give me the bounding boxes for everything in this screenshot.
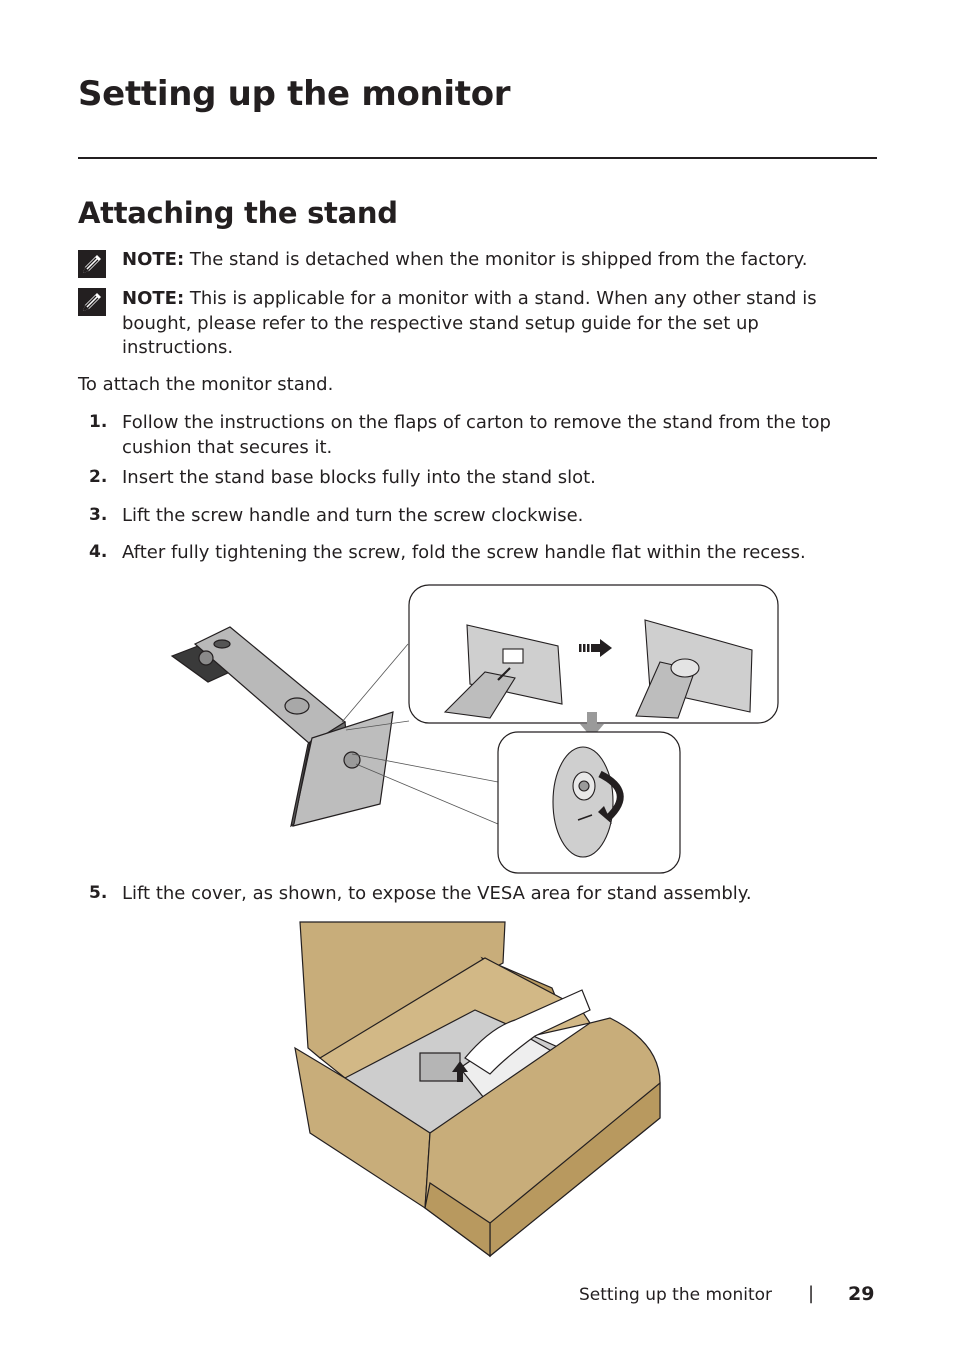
footer-section-name: Setting up the monitor bbox=[578, 1285, 772, 1305]
stand-assembly-illustration bbox=[170, 584, 779, 874]
note-text: The stand is detached when the monitor i… bbox=[184, 249, 808, 270]
monitor-back bbox=[290, 711, 394, 828]
carton-illustration bbox=[294, 921, 661, 1258]
footer-separator: | bbox=[808, 1283, 815, 1304]
note-2: NOTE: This is applicable for a monitor w… bbox=[122, 287, 822, 361]
note-text: This is applicable for a monitor with a … bbox=[122, 288, 817, 358]
step-number: 3. bbox=[89, 505, 108, 525]
section-title: Attaching the stand bbox=[78, 196, 398, 230]
page-number: 29 bbox=[848, 1283, 875, 1305]
step-number: 5. bbox=[89, 883, 108, 903]
note-pencil-icon bbox=[78, 250, 106, 278]
step-detail-left bbox=[443, 624, 563, 719]
note-1: NOTE: The stand is detached when the mon… bbox=[122, 248, 882, 273]
page-title: Setting up the monitor bbox=[78, 74, 511, 114]
step-number: 1. bbox=[89, 412, 108, 432]
rotate-clockwise-icon bbox=[598, 770, 624, 821]
step-text: After fully tightening the screw, fold t… bbox=[122, 542, 806, 563]
step-number: 2. bbox=[89, 467, 108, 487]
note-label: NOTE: bbox=[122, 288, 185, 309]
title-divider bbox=[78, 157, 877, 159]
screw-detail bbox=[552, 746, 614, 858]
step-text: Lift the screw handle and turn the screw… bbox=[122, 505, 584, 526]
note-pencil-icon bbox=[78, 288, 106, 316]
step-detail-right bbox=[635, 619, 753, 719]
note-label: NOTE: bbox=[122, 249, 185, 270]
intro-text: To attach the monitor stand. bbox=[78, 374, 334, 395]
step-number: 4. bbox=[89, 542, 108, 562]
step-text: Follow the instructions on the flaps of … bbox=[122, 412, 831, 458]
step-text: Insert the stand base blocks fully into … bbox=[122, 467, 596, 488]
step-text: Lift the cover, as shown, to expose the … bbox=[122, 883, 752, 904]
arrow-up-icon bbox=[452, 1061, 468, 1082]
arrow-right-icon bbox=[579, 639, 612, 657]
arrow-down-icon bbox=[580, 712, 604, 738]
